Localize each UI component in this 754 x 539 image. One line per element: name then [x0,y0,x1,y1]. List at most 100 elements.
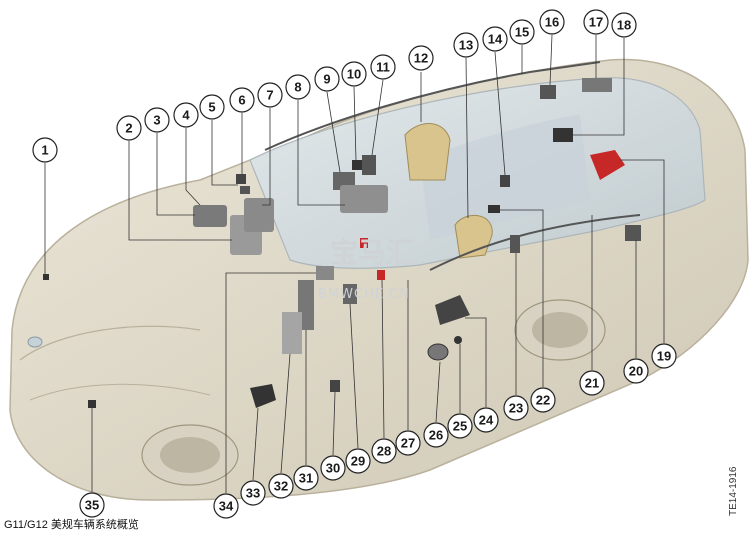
sensor-25 [454,336,462,344]
callout-circle [314,66,340,92]
callout-35: 35 [79,492,105,518]
callout-number: 10 [347,67,361,82]
module-34 [316,266,334,280]
document-reference: TE14-1916 [728,466,739,516]
callout-circle [530,387,556,413]
callout-circle [341,61,367,87]
callout-circle [285,74,311,100]
control-unit-8 [340,185,388,213]
callout-number: 2 [125,121,132,136]
callout-circle [199,94,225,120]
callout-number: 11 [376,60,390,75]
watermark: 宝马汇 BMWCHE.CN [318,236,414,302]
callout-number: 6 [238,93,245,108]
module-16 [540,85,556,99]
sensor-1 [43,274,49,280]
watermark-brand: 宝马汇 [330,236,414,269]
callout-25: 25 [447,413,473,439]
leader-lines [44,34,665,493]
components [43,61,641,408]
figure-caption: G11/G12 美规车辆系统概览 [4,519,139,531]
callout-circle [213,493,239,519]
callout-number: 28 [377,444,391,459]
sensor-30 [330,380,340,392]
callout-22: 22 [530,387,556,413]
callout-number: 26 [429,428,443,443]
callout-11: 11 [370,54,396,80]
module-17 [582,78,612,92]
callout-31: 31 [293,465,319,491]
callout-number: 5 [208,100,215,115]
callout-number: 17 [589,15,603,30]
callout-number: 24 [479,413,494,428]
callout-9: 9 [314,66,340,92]
callout-15: 15 [509,19,535,45]
callout-number: 18 [617,18,631,33]
callout-33: 33 [240,480,266,506]
callout-17: 17 [583,9,609,35]
callout-circle [583,9,609,35]
callout-circle [539,9,565,35]
callout-circle [623,358,649,384]
sensor-23 [510,235,520,253]
callout-circle [257,82,283,108]
callout-circle [144,107,170,133]
sensor-6 [236,174,246,184]
callout-13: 13 [453,32,479,58]
callout-21: 21 [579,370,605,396]
callout-29: 29 [345,448,371,474]
callout-28: 28 [371,438,397,464]
callout-number: 8 [294,80,301,95]
callout-number: 27 [401,436,415,451]
callout-4: 4 [173,102,199,128]
callout-circle [611,12,637,38]
callout-number: 23 [509,401,523,416]
control-unit-7 [244,198,274,232]
callout-number: 32 [274,479,288,494]
callout-23: 23 [503,395,529,421]
callout-circle [651,343,677,369]
module-29 [343,284,357,304]
callout-number: 16 [545,15,559,30]
callout-number: 13 [459,38,473,53]
callout-34: 34 [213,493,239,519]
callout-8: 8 [285,74,311,100]
callout-number: 20 [629,364,643,379]
callout-circle [173,102,199,128]
callout-6: 6 [229,87,255,113]
sensor-14 [500,175,510,187]
callout-12: 12 [408,45,434,71]
callout-number: 15 [515,25,529,40]
sensor-10 [352,160,362,170]
callout-circle [371,438,397,464]
callout-circle [268,473,294,499]
callout-number: 33 [246,486,260,501]
callout-20: 20 [623,358,649,384]
module-32 [282,312,302,354]
callout-number: 7 [266,88,273,103]
curtain-airbag-left [264,61,601,151]
callout-number: 21 [585,376,599,391]
callout-number: 22 [536,393,550,408]
callout-circle [370,54,396,80]
callout-number: 19 [657,349,671,364]
callout-circle [293,465,319,491]
sensor-20 [625,225,641,241]
callout-30: 30 [320,455,346,481]
callout-14: 14 [482,26,508,52]
callout-16: 16 [539,9,565,35]
module-11 [362,155,376,175]
callout-circle [423,422,449,448]
callout-number: 12 [414,51,428,66]
callout-circle [320,455,346,481]
callout-circle [482,26,508,52]
callout-circle [229,87,255,113]
callout-number: 31 [299,471,313,486]
callout-circle [116,115,142,141]
callout-circle [447,413,473,439]
callout-number: 35 [85,498,99,513]
callout-27: 27 [395,430,421,456]
sensor-22 [488,205,500,213]
